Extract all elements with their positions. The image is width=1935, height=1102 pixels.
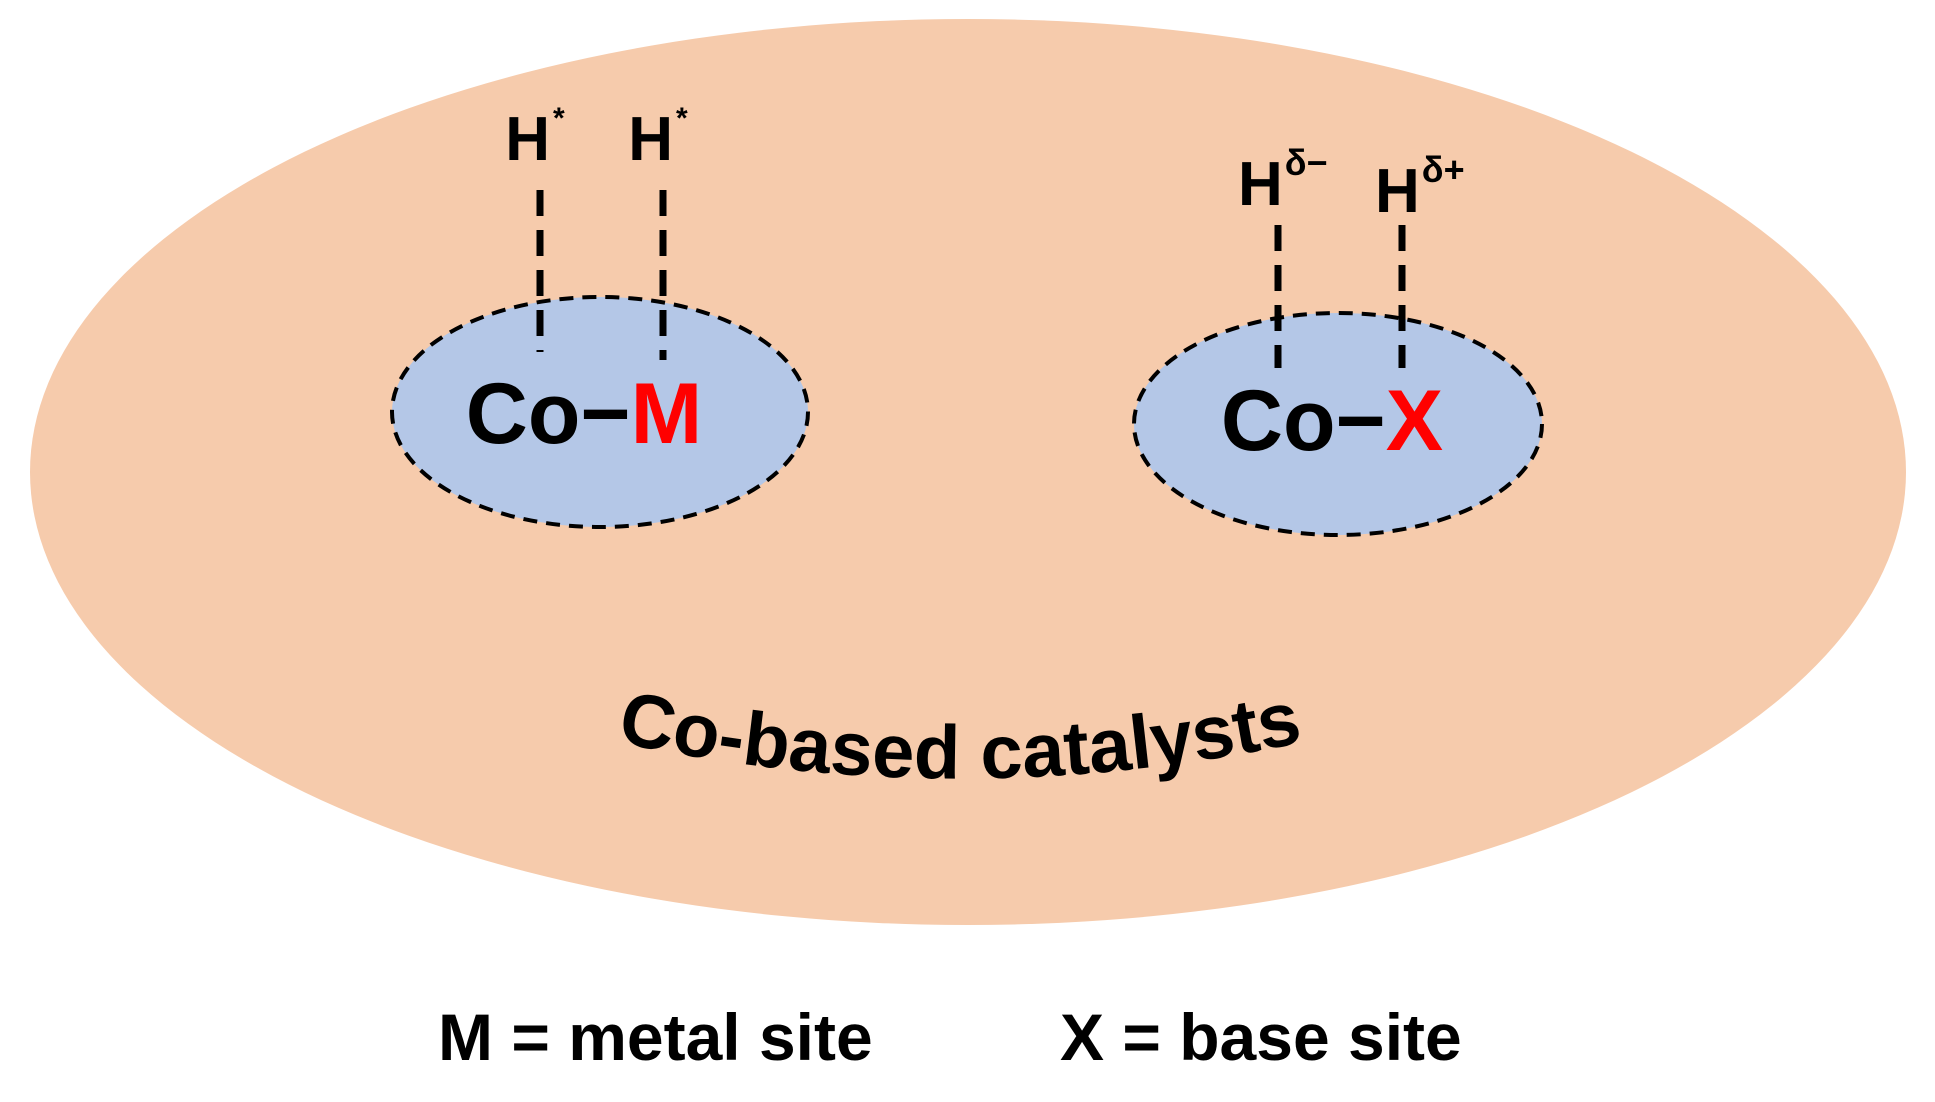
catalyst-support-ellipse bbox=[30, 19, 1906, 925]
metal-site-ellipse bbox=[390, 295, 810, 529]
legend-metal-site: M = metal site bbox=[438, 1000, 873, 1074]
co-x-site-label: Co−X bbox=[1221, 373, 1443, 469]
legend-base-site: X = base site bbox=[1060, 1000, 1462, 1074]
metal-site-group: H* H* Co−M bbox=[390, 102, 810, 529]
base-site-group: Hδ− Hδ+ Co−X bbox=[1132, 142, 1544, 537]
hydrogen-label-right: Hδ+ bbox=[1375, 149, 1465, 226]
base-site-ellipse bbox=[1132, 311, 1544, 537]
co-m-site-label: Co−M bbox=[466, 366, 703, 462]
hydrogen-label-left: H* bbox=[505, 102, 565, 174]
hydrogen-label-right: H* bbox=[628, 102, 688, 174]
hydrogen-label-left: Hδ− bbox=[1238, 142, 1328, 219]
